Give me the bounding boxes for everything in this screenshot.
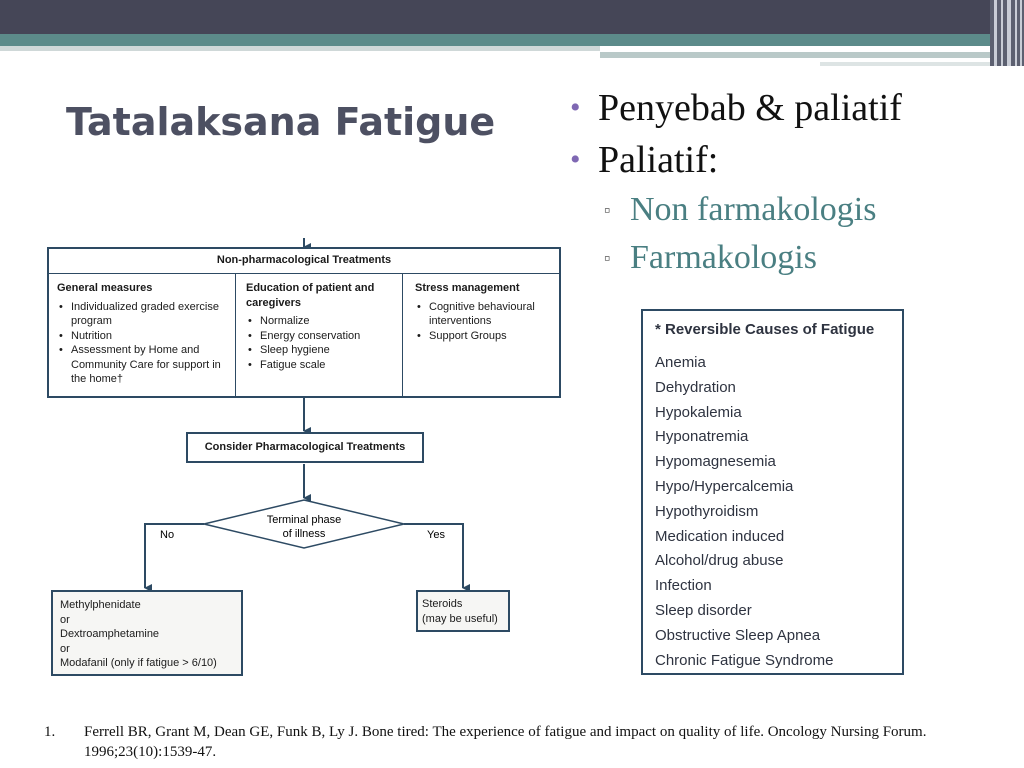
no-outcome-box: Methylphenidate or Dextroamphetamine or … <box>51 590 243 676</box>
outcome-line: (may be useful) <box>422 612 498 625</box>
cause-item: Hyponatremia <box>655 428 749 446</box>
cause-item: Hypokalemia <box>655 403 742 421</box>
header-band-light-right <box>600 52 1024 58</box>
list-item: Energy conservation <box>248 329 398 344</box>
list-item: Normalize <box>248 314 398 329</box>
treatment-flowchart: Non-pharmacological Treatments General m… <box>44 236 564 682</box>
cause-item: Sleep disorder <box>655 601 752 619</box>
yes-outcome-box: Steroids (may be useful) <box>416 590 510 632</box>
flowchart-connectors <box>144 238 470 592</box>
column-heading: Education of patient and caregivers <box>246 282 375 309</box>
non-pharm-header-rule <box>49 273 559 274</box>
outcome-line: Methylphenidate <box>60 599 141 611</box>
consider-pharm-label: Consider Pharmacological Treatments <box>204 441 406 453</box>
cause-item: Obstructive Sleep Apnea <box>655 626 821 644</box>
decision-diamond <box>203 499 405 549</box>
list-item: Nutrition <box>59 329 229 344</box>
sub-bullet-item: Farmakologis <box>570 234 902 282</box>
cause-item: Alcohol/drug abuse <box>655 552 784 570</box>
cause-item: Anemia <box>655 354 706 371</box>
column-heading: Stress management <box>415 282 520 294</box>
decision-line: Terminal phase <box>266 514 342 526</box>
consider-pharm-box: Consider Pharmacological Treatments <box>186 432 424 463</box>
causes-list: Anemia Dehydration Hypokalemia Hyponatre… <box>655 351 833 673</box>
reversible-causes-box: * Reversible Causes of Fatigue Anemia De… <box>641 309 904 675</box>
yes-outcome-text: Steroids (may be useful) <box>422 597 498 626</box>
outcome-line: Steroids <box>422 598 463 610</box>
cause-item: Infection <box>655 577 712 595</box>
list-item: Assessment by Home and Community Care fo… <box>59 343 229 387</box>
column-divider <box>402 273 403 396</box>
no-label: No <box>160 529 175 541</box>
column-heading: General measures <box>57 282 153 294</box>
bullet-item: Penyebab & paliatif <box>570 82 902 134</box>
list-item: Sleep hygiene <box>248 343 398 358</box>
yes-label: Yes <box>427 529 445 541</box>
bullet-item: Paliatif: <box>570 134 902 186</box>
decision-text: Terminal phase of illness <box>244 513 364 541</box>
footnote-text: Ferrell BR, Grant M, Dean GE, Funk B, Ly… <box>84 724 927 760</box>
slide-title: Tatalaksana Fatigue <box>66 100 496 144</box>
header-band-teal <box>0 34 1024 46</box>
cause-item: Medication induced <box>655 527 785 545</box>
stress-management-column: Stress management Cognitive behavioural … <box>415 281 555 343</box>
column-divider <box>235 273 236 396</box>
cause-item: Hypothyroidism <box>655 502 759 520</box>
bullet-list: Penyebab & paliatif Paliatif: Non farmak… <box>570 82 902 282</box>
non-pharm-title: Non-pharmacological Treatments <box>216 254 392 266</box>
decision-line: of illness <box>282 528 326 540</box>
list-item: Support Groups <box>417 329 555 344</box>
cause-item: Chronic Fatigue Syndrome <box>655 651 834 669</box>
list-item: Individualized graded exercise program <box>59 300 229 329</box>
causes-heading: * Reversible Causes of Fatigue <box>655 321 875 338</box>
cause-item: Hypomagnesemia <box>655 453 776 471</box>
no-outcome-text: Methylphenidate or Dextroamphetamine or … <box>60 598 217 671</box>
education-column: Education of patient and caregivers Norm… <box>246 281 398 372</box>
non-pharm-box: Non-pharmacological Treatments General m… <box>47 247 561 398</box>
cause-item: Hypo/Hypercalcemia <box>655 477 794 495</box>
outcome-line: or <box>60 613 70 626</box>
header-band-light <box>0 46 600 51</box>
list-item: Fatigue scale <box>248 358 398 373</box>
footnote-number: 1. <box>44 724 56 740</box>
list-item: Cognitive behavioural interventions <box>417 300 555 329</box>
header-band-light-thin <box>820 62 1024 66</box>
cause-item: Dehydration <box>655 378 736 396</box>
general-measures-column: General measures Individualized graded e… <box>57 281 229 387</box>
outcome-line: or <box>60 642 70 655</box>
sub-bullet-item: Non farmakologis <box>570 186 902 234</box>
header-band-dark <box>0 0 1024 34</box>
outcome-line: Dextroamphetamine <box>60 628 160 640</box>
outcome-line: Modafanil (only if fatigue > 6/10) <box>60 657 217 669</box>
header-stripes <box>990 0 1024 66</box>
